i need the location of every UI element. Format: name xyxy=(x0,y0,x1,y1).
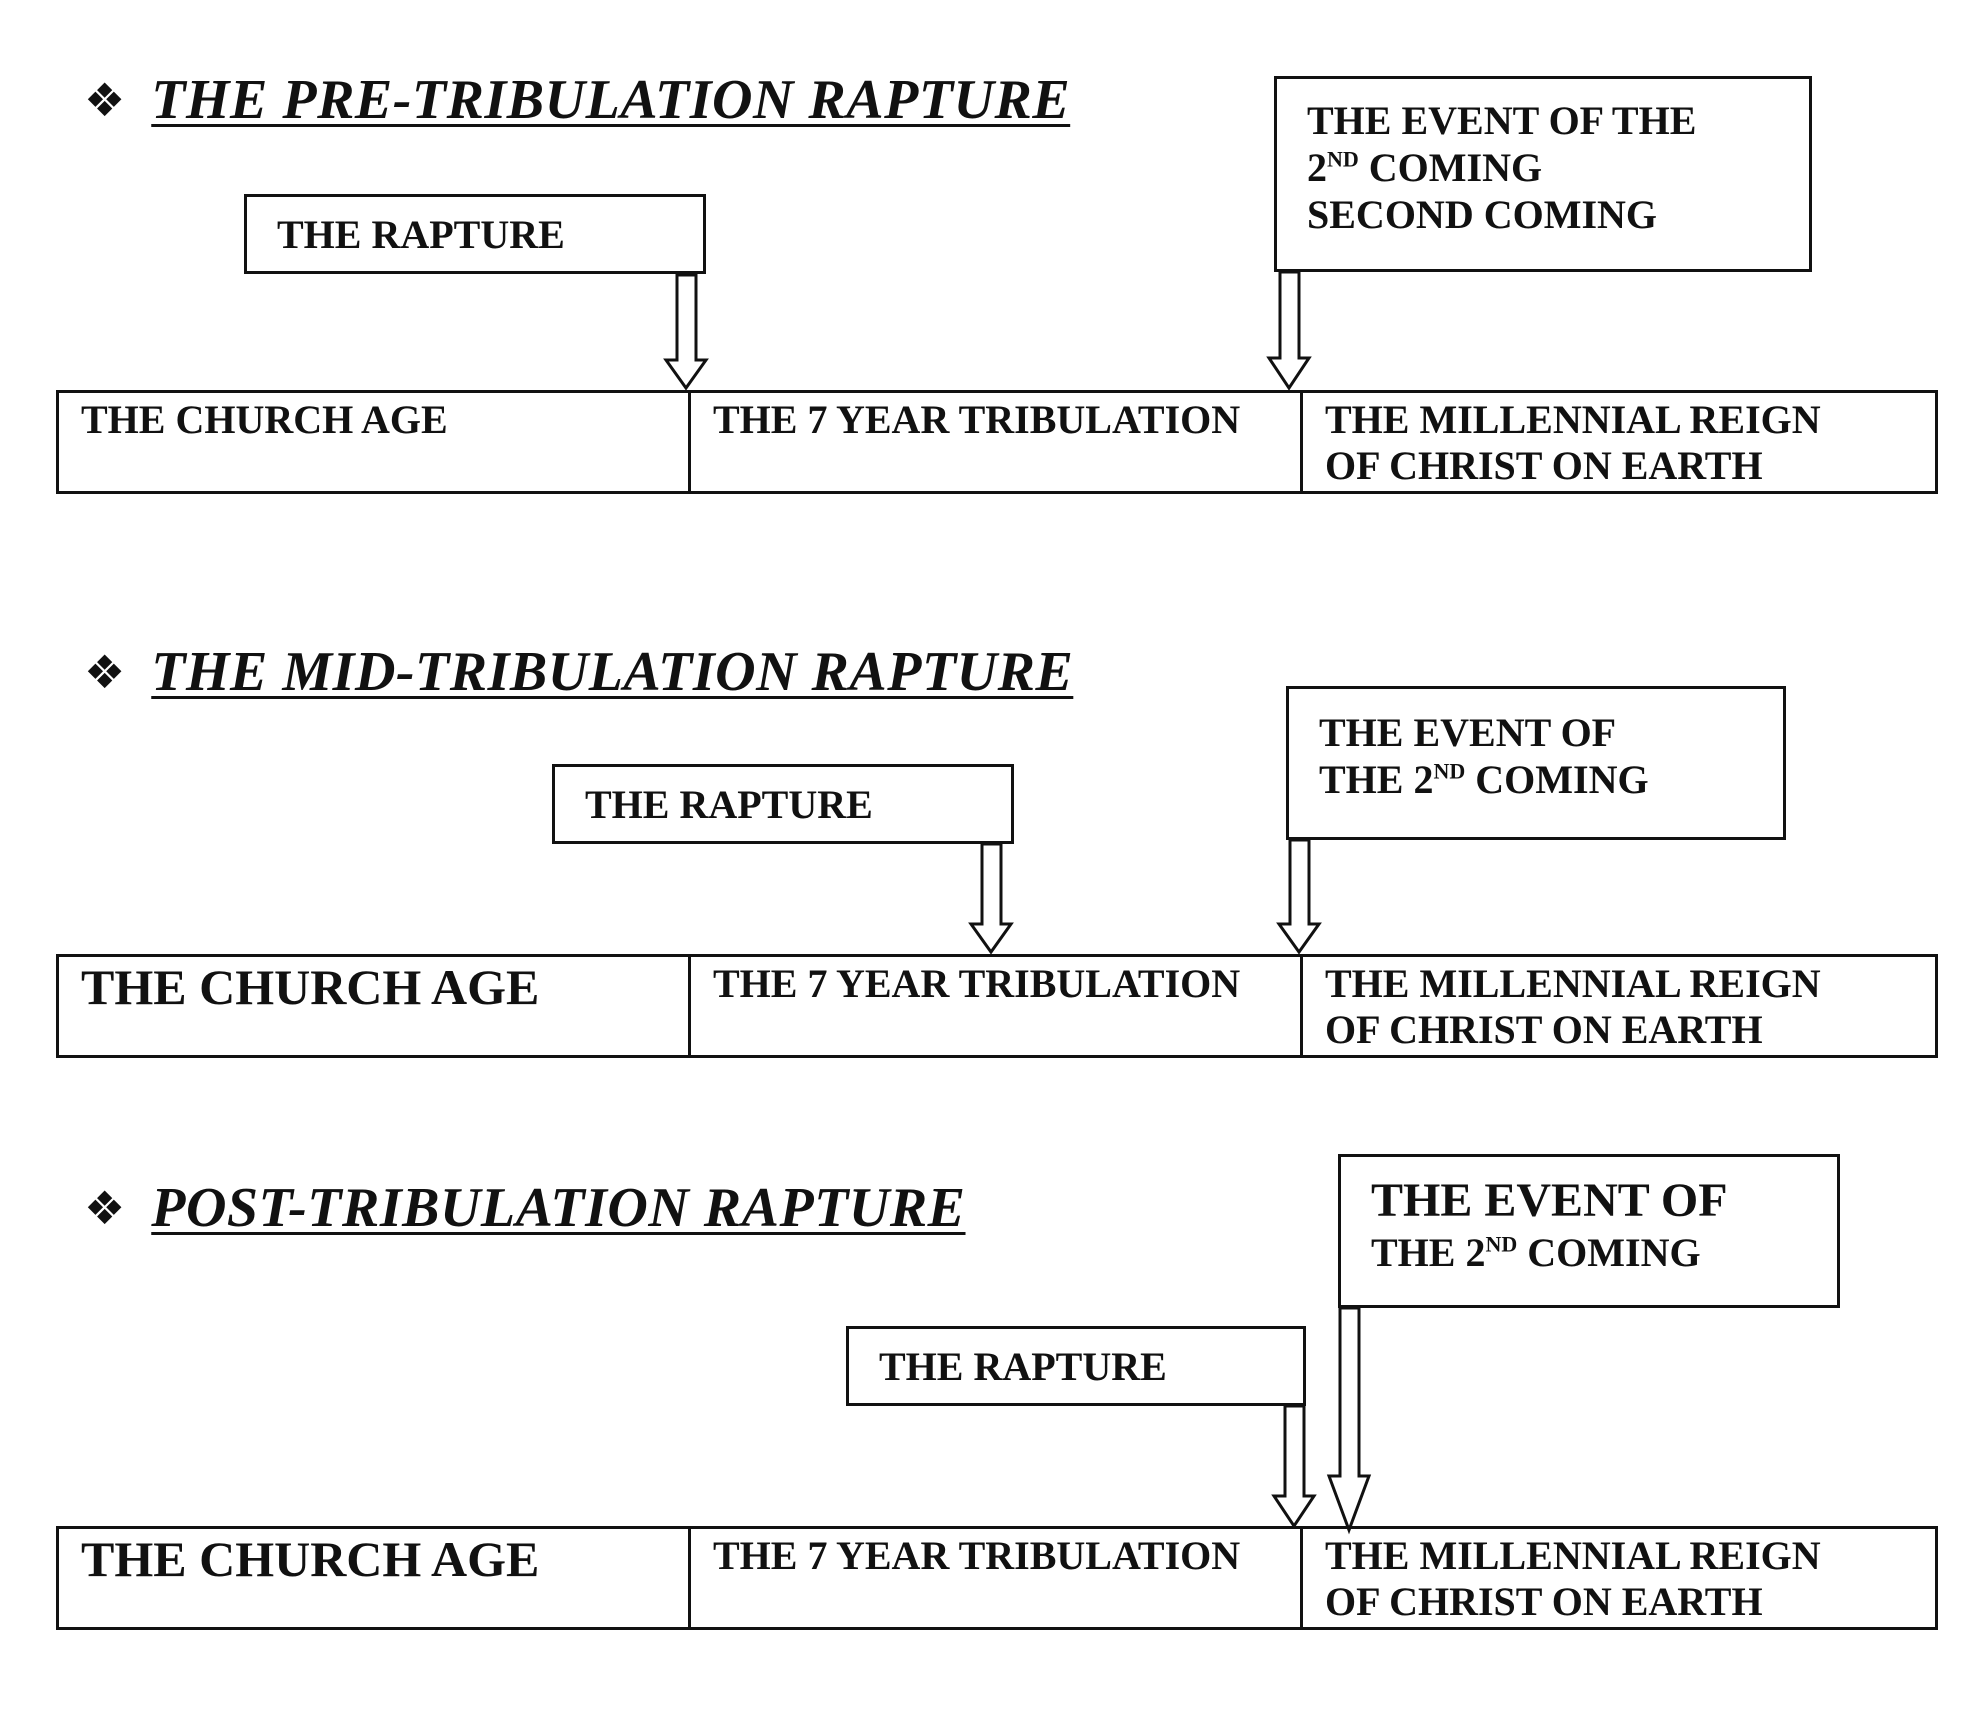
tribulation-segment: THE 7 YEAR TRIBULATION xyxy=(691,393,1303,491)
second-coming-arrow-icon xyxy=(1326,1306,1372,1535)
rapture-label: THE RAPTURE xyxy=(277,212,565,257)
church-age-segment: THE CHURCH AGE xyxy=(59,393,691,491)
diamond-bullet-icon: ❖ xyxy=(84,1181,126,1235)
second-coming-callout: THE EVENT OF THE 2ND COMING xyxy=(1286,686,1786,840)
callout-line: THE EVENT OF xyxy=(1319,710,1617,755)
section-title: THE MID-TRIBULATION RAPTURE xyxy=(151,641,1074,703)
section-heading: ❖ THE MID-TRIBULATION RAPTURE xyxy=(84,640,1073,704)
section-title: THE PRE-TRIBULATION RAPTURE xyxy=(151,69,1071,131)
tribulation-segment: THE 7 YEAR TRIBULATION xyxy=(691,1529,1303,1627)
church-age-segment: THE CHURCH AGE xyxy=(59,957,691,1055)
rapture-label: THE RAPTURE xyxy=(879,1344,1167,1389)
second-coming-callout: THE EVENT OF THE 2ND COMING SECOND COMIN… xyxy=(1274,76,1812,272)
callout-line: THE 2ND COMING xyxy=(1371,1230,1701,1275)
diamond-bullet-icon: ❖ xyxy=(84,73,126,127)
millennial-segment: THE MILLENNIAL REIGN OF CHRIST ON EARTH xyxy=(1325,961,1821,1052)
tribulation-segment: THE 7 YEAR TRIBULATION xyxy=(691,957,1303,1055)
callout-line: THE EVENT OF THE xyxy=(1307,98,1697,143)
millennial-segment: THE MILLENNIAL REIGN OF CHRIST ON EARTH xyxy=(1325,397,1821,488)
callout-line: 2ND COMING xyxy=(1307,145,1543,190)
rapture-callout: THE RAPTURE xyxy=(846,1326,1306,1406)
timeline-bar: THE CHURCH AGE THE 7 YEAR TRIBULATION TH… xyxy=(56,1526,1938,1630)
callout-line: THE 2ND COMING xyxy=(1319,757,1649,802)
section-heading: ❖ THE PRE-TRIBULATION RAPTURE xyxy=(84,68,1070,132)
second-coming-arrow-icon xyxy=(1266,270,1312,391)
rapture-callout: THE RAPTURE xyxy=(244,194,706,274)
timeline-bar: THE CHURCH AGE THE 7 YEAR TRIBULATION TH… xyxy=(56,390,1938,494)
rapture-callout: THE RAPTURE xyxy=(552,764,1014,844)
church-age-segment: THE CHURCH AGE xyxy=(59,1529,691,1627)
timeline-bar: THE CHURCH AGE THE 7 YEAR TRIBULATION TH… xyxy=(56,954,1938,1058)
diamond-bullet-icon: ❖ xyxy=(84,645,126,699)
section-title: POST-TRIBULATION RAPTURE xyxy=(151,1177,966,1239)
second-coming-callout: THE EVENT OF THE 2ND COMING xyxy=(1338,1154,1840,1308)
section-heading: ❖ POST-TRIBULATION RAPTURE xyxy=(84,1176,966,1240)
rapture-arrow-icon xyxy=(663,273,709,391)
callout-line: SECOND COMING xyxy=(1307,192,1658,237)
rapture-arrow-icon xyxy=(1271,1404,1317,1529)
millennial-segment: THE MILLENNIAL REIGN OF CHRIST ON EARTH xyxy=(1325,1533,1821,1624)
rapture-label: THE RAPTURE xyxy=(585,782,873,827)
rapture-arrow-icon xyxy=(968,842,1014,955)
second-coming-arrow-icon xyxy=(1276,838,1322,955)
callout-line: THE EVENT OF xyxy=(1371,1174,1728,1227)
